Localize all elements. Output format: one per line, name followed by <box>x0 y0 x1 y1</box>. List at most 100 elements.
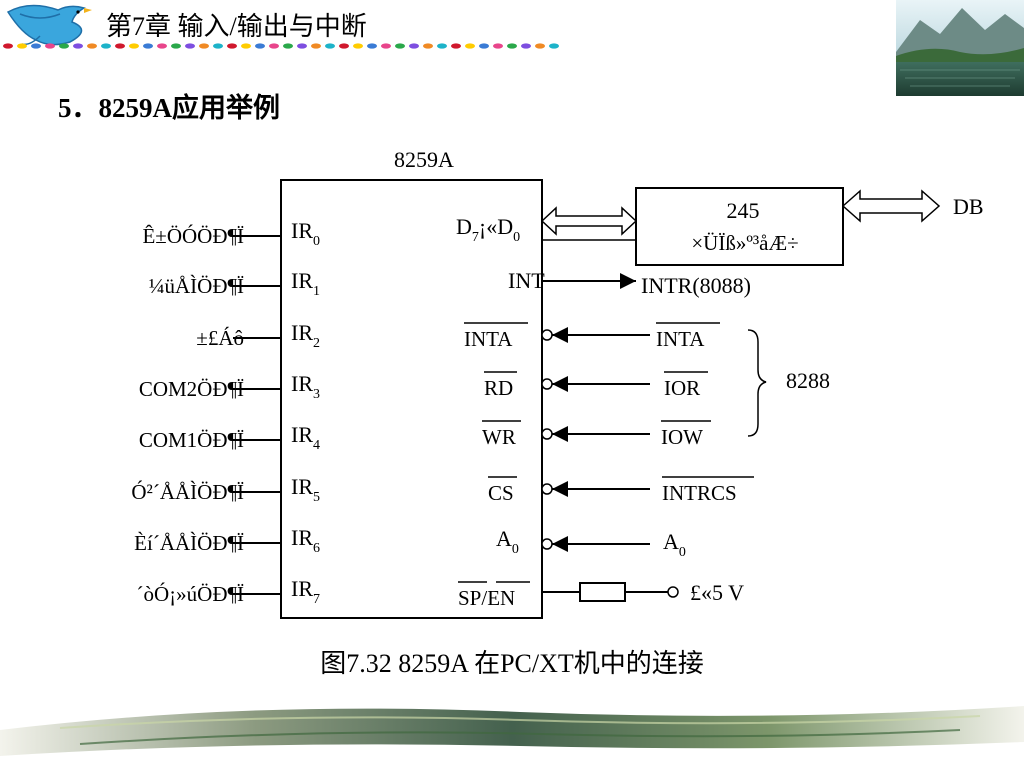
vcc-terminal-icon <box>667 586 679 598</box>
header-dot <box>311 43 321 49</box>
header-dot <box>367 43 377 49</box>
ir7-label: IR7 <box>291 576 320 607</box>
header-dot <box>479 43 489 49</box>
source-label-ir0: Ê±ÖÓÖÐ¶Ï <box>142 224 244 248</box>
ior-ext-label: IOR <box>664 376 700 400</box>
header-dot <box>171 43 181 49</box>
header-dot <box>521 43 531 49</box>
header-dot <box>535 43 545 49</box>
a0-ext-label: A0 <box>663 529 686 560</box>
cs-pin-label: CS <box>488 481 514 505</box>
source-label-ir3: COM2ÖÐ¶Ï <box>139 377 244 401</box>
chip-8259a-body <box>280 179 543 619</box>
header-dot-line <box>3 43 559 49</box>
ir1-label: IR1 <box>291 268 320 299</box>
header-dot <box>423 43 433 49</box>
wr-pin-label: WR <box>482 425 516 449</box>
header-dot <box>87 43 97 49</box>
header-dot <box>493 43 503 49</box>
header-dot <box>45 43 55 49</box>
ir-pin-lines <box>233 235 281 595</box>
bracket-8288-icon <box>747 329 767 437</box>
header-dot <box>283 43 293 49</box>
ir3-label: IR3 <box>291 371 320 402</box>
header-dot <box>437 43 447 49</box>
header-dot <box>549 43 559 49</box>
ir4-label: IR4 <box>291 422 320 453</box>
inta-inversion-bubble <box>541 329 553 341</box>
source-label-ir7: ´òÓ¡»úÖÐ¶Ï <box>137 582 245 606</box>
header-dot <box>325 43 335 49</box>
intrcs-ext-label: INTRCS <box>662 481 737 505</box>
db-label: DB <box>953 194 984 219</box>
header-dot <box>451 43 461 49</box>
source-label-ir1: ¼üÅÌÖÐ¶Ï <box>149 274 244 298</box>
intr-label: INTR(8088) <box>641 273 751 298</box>
header-dot <box>101 43 111 49</box>
header-dot <box>59 43 69 49</box>
header-dot <box>185 43 195 49</box>
buffer-label-name: ×ÜÏß»º³åÆ÷ <box>691 231 798 255</box>
header-dot <box>31 43 41 49</box>
source-label-ir4: COM1ÖÐ¶Ï <box>139 428 244 452</box>
interrupt-source-labels: Ê±ÖÓÖÐ¶Ï ¼üÅÌÖÐ¶Ï ±£Áô COM2ÖÐ¶Ï COM1ÖÐ¶Ï… <box>131 224 244 606</box>
section-title: 5．8259A应用举例 <box>58 93 280 123</box>
landscape-thumbnail <box>896 0 1024 96</box>
header-dot <box>73 43 83 49</box>
bus-buffer-245-box <box>635 187 844 266</box>
ir5-label: IR5 <box>291 474 320 505</box>
a0-inversion-bubble <box>541 538 553 550</box>
ir-pin-labels: IR0 IR1 IR2 IR3 IR4 IR5 IR6 IR7 <box>291 218 320 607</box>
vcc-label: £«5 V <box>690 580 744 605</box>
sp-en-pin-label: SP/EN <box>458 586 515 610</box>
header-dot <box>115 43 125 49</box>
figure-caption: 图7.32 8259A 在PC/XT机中的连接 <box>320 649 704 678</box>
header-dot <box>3 43 13 49</box>
a0-pin-label: A0 <box>496 526 519 557</box>
int-pin-label: INT <box>508 268 545 293</box>
header-dot <box>199 43 209 49</box>
header-dot <box>465 43 475 49</box>
ir6-label: IR6 <box>291 525 320 556</box>
db-arrow-icon <box>841 189 941 223</box>
bird-logo-icon <box>6 4 92 46</box>
header-dot <box>241 43 251 49</box>
header-dot <box>227 43 237 49</box>
rd-pin-label: RD <box>484 376 513 400</box>
ir2-label: IR2 <box>291 320 320 351</box>
header-dot <box>409 43 419 49</box>
footer-decoration-strip <box>0 706 1024 756</box>
data-bus-pin-label: D7¡«D0 <box>456 214 520 245</box>
source-label-ir2: ±£Áô <box>196 326 244 350</box>
buffer-label-245: 245 <box>727 198 760 223</box>
header-dot <box>381 43 391 49</box>
header-dot <box>255 43 265 49</box>
inta-pin-label: INTA <box>464 327 513 351</box>
header-dot <box>17 43 27 49</box>
source-label-ir6: Èí´ÅÅÌÖÐ¶Ï <box>134 531 244 555</box>
header-dot <box>395 43 405 49</box>
iow-ext-label: IOW <box>661 425 703 449</box>
rd-inversion-bubble <box>541 378 553 390</box>
source-label-ir5: Ó²´ÅÅÌÖÐ¶Ï <box>131 480 244 504</box>
header-dot <box>339 43 349 49</box>
inta-ext-label: INTA <box>656 327 705 351</box>
resistor-icon <box>579 582 626 602</box>
chip-label: 8259A <box>394 147 454 172</box>
cs-inversion-bubble <box>541 483 553 495</box>
header-dot <box>129 43 139 49</box>
data-bus-arrow-icon <box>540 206 638 236</box>
chapter-title: 第7章 输入/输出与中断 <box>106 12 367 41</box>
header-dot <box>269 43 279 49</box>
header-dot <box>297 43 307 49</box>
header-dot <box>507 43 517 49</box>
ir0-label: IR0 <box>291 218 320 249</box>
header-dot <box>353 43 363 49</box>
bracket-label-8288: 8288 <box>786 368 830 393</box>
wr-inversion-bubble <box>541 428 553 440</box>
header-dot <box>213 43 223 49</box>
header-dot <box>157 43 167 49</box>
